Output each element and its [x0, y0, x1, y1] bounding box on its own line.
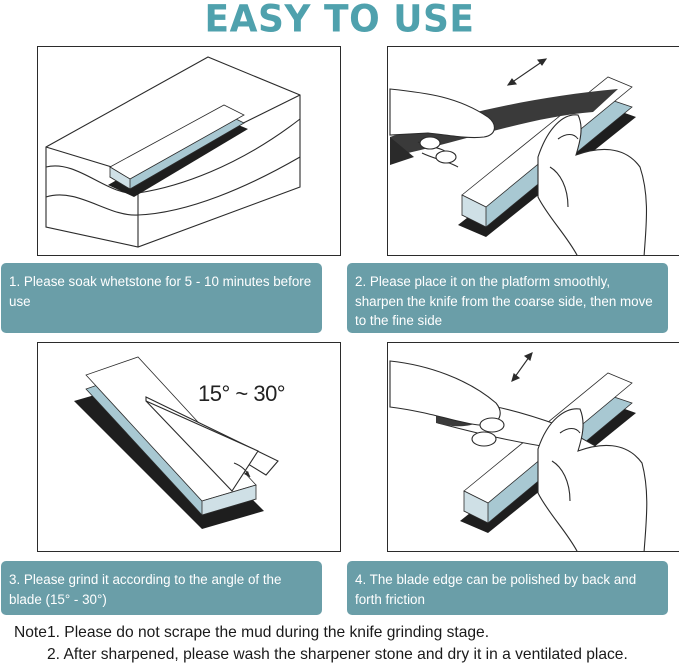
- page-title: EASY TO USE: [204, 0, 475, 41]
- step-1-illustration: [37, 46, 341, 256]
- note-line-2: 2. After sharpened, please wash the shar…: [47, 646, 628, 663]
- step-4-illustration: [387, 342, 679, 552]
- step-3-caption: 3. Please grind it according to the angl…: [1, 561, 322, 615]
- polishing-hands-drawing: [389, 352, 648, 551]
- note-line-1: Note1. Please do not scrape the mud duri…: [14, 622, 674, 644]
- step-1-caption: 1. Please soak whetstone for 5 - 10 minu…: [1, 263, 322, 333]
- step-2-illustration: [387, 46, 679, 256]
- usage-notes: Note1. Please do not scrape the mud duri…: [14, 622, 674, 666]
- note-prefix: Note: [14, 624, 47, 641]
- step-4-caption: 4. The blade edge can be polished by bac…: [347, 561, 668, 615]
- sharpening-hands-drawing: [389, 58, 648, 255]
- angle-label: 15° ~ 30°: [198, 381, 286, 406]
- step-3-illustration: 15° ~ 30°: [37, 342, 341, 552]
- soaking-container-drawing: [45, 56, 301, 248]
- step-2-caption: 2. Please place it on the platform smoot…: [347, 263, 668, 333]
- note-1-text: 1. Please do not scrape the mud during t…: [46, 624, 490, 641]
- grinding-angle-drawing: [74, 356, 279, 529]
